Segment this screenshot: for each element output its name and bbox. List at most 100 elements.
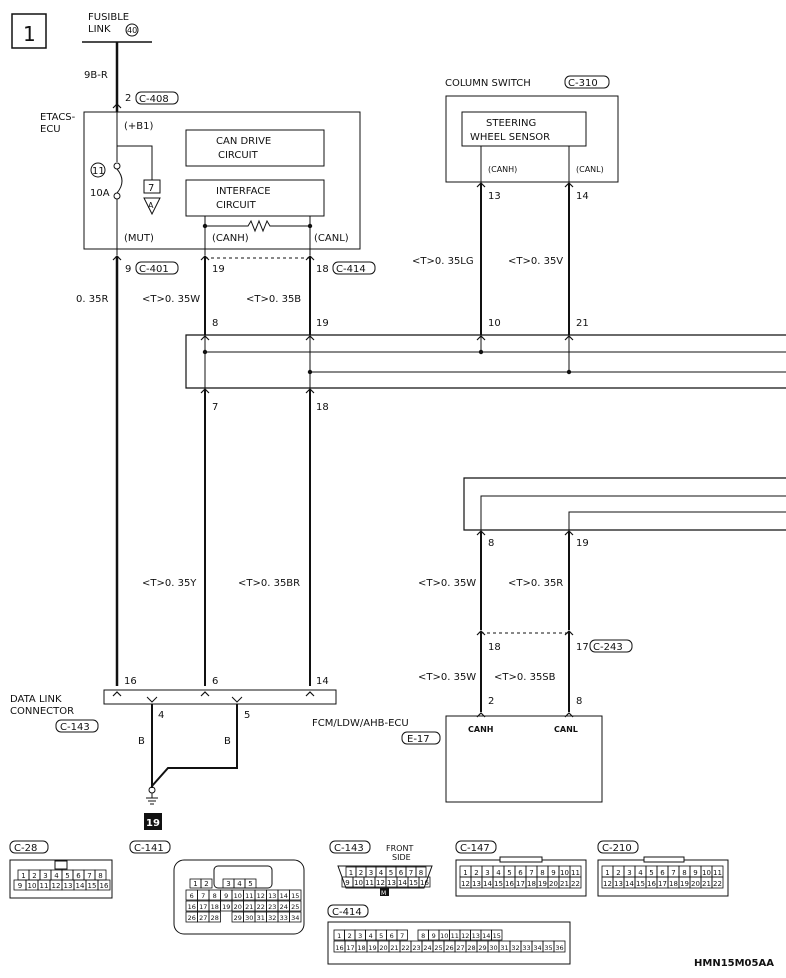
connector-pin-number: 3 (358, 932, 362, 940)
ground-letter: A (148, 201, 154, 210)
connector-pin-number: 2 (32, 872, 36, 880)
fcm-canh: CANH (468, 725, 493, 734)
pin-9: 9 (125, 264, 131, 275)
connector-pin-number: 33 (280, 914, 288, 922)
wire-035r: 0. 35R (76, 294, 108, 305)
connector-pin-number: 8 (98, 872, 102, 880)
pin-14-dlc: 14 (316, 676, 329, 687)
can-drive-label: CAN DRIVE (216, 136, 271, 147)
connector-pin-number: 19 (222, 903, 230, 911)
connector-pin-number: 34 (533, 944, 541, 952)
connector-pin-number: 9 (224, 892, 228, 900)
fuse-number: 11 (92, 166, 105, 177)
connector-pin-number: 10 (234, 892, 242, 900)
etacs-mut: (MUT) (124, 233, 154, 244)
svg-text:C-147: C-147 (460, 843, 490, 854)
connector-pin-cell (418, 876, 431, 888)
connector-pin-number: 7 (671, 869, 675, 877)
connector-pin-number: 5 (649, 869, 653, 877)
wire-035b: <T>0. 35B (246, 294, 301, 305)
connector-pin-number: 19 (368, 944, 376, 952)
connector-pin-number: 13 (268, 892, 276, 900)
svg-text:M: M (381, 890, 386, 897)
connector-pin-number: 15 (409, 879, 418, 887)
connector-pin-number: 21 (560, 880, 569, 888)
connector-pin-number: 21 (702, 880, 711, 888)
svg-text:SIDE: SIDE (392, 853, 411, 862)
connector-pin-number: 34 (291, 914, 299, 922)
connector-pin-number: 11 (713, 869, 722, 877)
connector-pin-number: 25 (434, 944, 442, 952)
ground-number: 19 (146, 818, 160, 829)
connector-pin-number: 33 (522, 944, 530, 952)
connector-pin-number: 13 (614, 880, 623, 888)
pin-6: 6 (212, 676, 218, 687)
connector-pin-number: 29 (478, 944, 486, 952)
connector-pin-number: 8 (213, 892, 217, 900)
page-number-box (11, 13, 47, 49)
connector-pin-number: 10 (440, 932, 448, 940)
connector-pin-number: 24 (280, 903, 288, 911)
fusible-link-number-circle (125, 23, 139, 37)
svg-text:C-143: C-143 (334, 843, 364, 854)
connector-pin-number: 7 (87, 872, 91, 880)
connector-pin-number: 1 (193, 880, 197, 888)
connector-pin-number: 5 (389, 869, 393, 877)
wire-035lg: <T>0. 35LG (412, 256, 474, 267)
ground-tag (144, 813, 162, 830)
connector-pin-number: 10 (702, 869, 711, 877)
data-link-connector-box (103, 689, 337, 705)
svg-text:C-28: C-28 (14, 843, 37, 854)
connector-pin-number: 10 (560, 869, 569, 877)
fusible-link-label-2: LINK (88, 24, 111, 35)
pin-5: 5 (244, 710, 250, 721)
connector-pin-cell (289, 889, 302, 901)
fcm-title: FCM/LDW/AHB-ECU (312, 718, 409, 729)
wire-035v: <T>0. 35V (508, 256, 563, 267)
connector-pin-number: 18 (211, 903, 219, 911)
connector-pin-number: 13 (387, 879, 396, 887)
connector-pin-number: 8 (419, 869, 423, 877)
pin-14: 14 (576, 191, 589, 202)
connector-pin-number: 14 (280, 892, 288, 900)
sensor-label-2: WHEEL SENSOR (470, 132, 550, 143)
ground-num: 7 (148, 183, 154, 194)
connector-pin-number: 21 (245, 903, 253, 911)
conn-e17: E-17 (407, 734, 430, 745)
connector-pin-number: 28 (211, 914, 219, 922)
connector-pin-cell (289, 900, 302, 912)
connector-pin-number: 1 (349, 869, 353, 877)
etacs-b1: (+B1) (124, 121, 154, 132)
rpin-17: 17 (576, 642, 589, 653)
wire-035w: <T>0. 35W (142, 294, 200, 305)
connector-pin-number: 11 (571, 869, 580, 877)
connector-pin-number: 8 (682, 869, 686, 877)
rpin-8: 8 (488, 538, 494, 549)
fusible-link-number: 40 (127, 26, 137, 35)
connector-pin-number: 12 (461, 932, 469, 940)
connector-pin-number: 5 (248, 880, 252, 888)
connector-pin-number: 22 (571, 880, 580, 888)
wire-035w-c: <T>0. 35W (418, 672, 476, 683)
connector-pin-number: 18 (527, 880, 536, 888)
connector-pin-number: 9 (432, 932, 436, 940)
connector-pin-number: 4 (237, 880, 242, 888)
conn-c408: C-408 (139, 94, 169, 105)
connector-pin-number: 3 (369, 869, 373, 877)
pin-4: 4 (158, 710, 164, 721)
connector-pin-number: 6 (660, 869, 665, 877)
connector-pin-number: 14 (76, 882, 85, 890)
connector-pin-number: 31 (257, 914, 265, 922)
connector-pin-number: 19 (538, 880, 547, 888)
connector-pin-number: 22 (713, 880, 722, 888)
connector-pin-number: 1 (463, 869, 467, 877)
connector-pin-number: 17 (516, 880, 525, 888)
connector-pin-number: 18 (669, 880, 678, 888)
connector-pin-number: 11 (40, 882, 49, 890)
interface-circuit-box (185, 179, 325, 217)
connector-pin-number: 16 (188, 903, 196, 911)
connector-pin-number: 17 (199, 903, 207, 911)
